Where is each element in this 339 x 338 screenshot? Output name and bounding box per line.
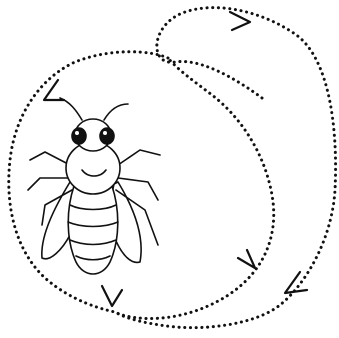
outer-loop-path <box>115 8 336 328</box>
arrow-bottom-left-icon <box>102 286 122 306</box>
left-eye-highlight <box>75 131 79 135</box>
right-eye-icon <box>100 128 114 144</box>
left-eye-icon <box>72 128 86 144</box>
arrow-top-icon <box>230 12 250 30</box>
bee-illustration-icon <box>28 98 160 274</box>
arrow-bottom-right-icon <box>285 272 307 293</box>
dotted-flight-path <box>9 8 336 328</box>
arrow-middle-right-icon <box>238 250 255 268</box>
antennae <box>60 98 128 120</box>
abdomen <box>68 186 118 274</box>
right-eye-highlight <box>103 131 107 135</box>
